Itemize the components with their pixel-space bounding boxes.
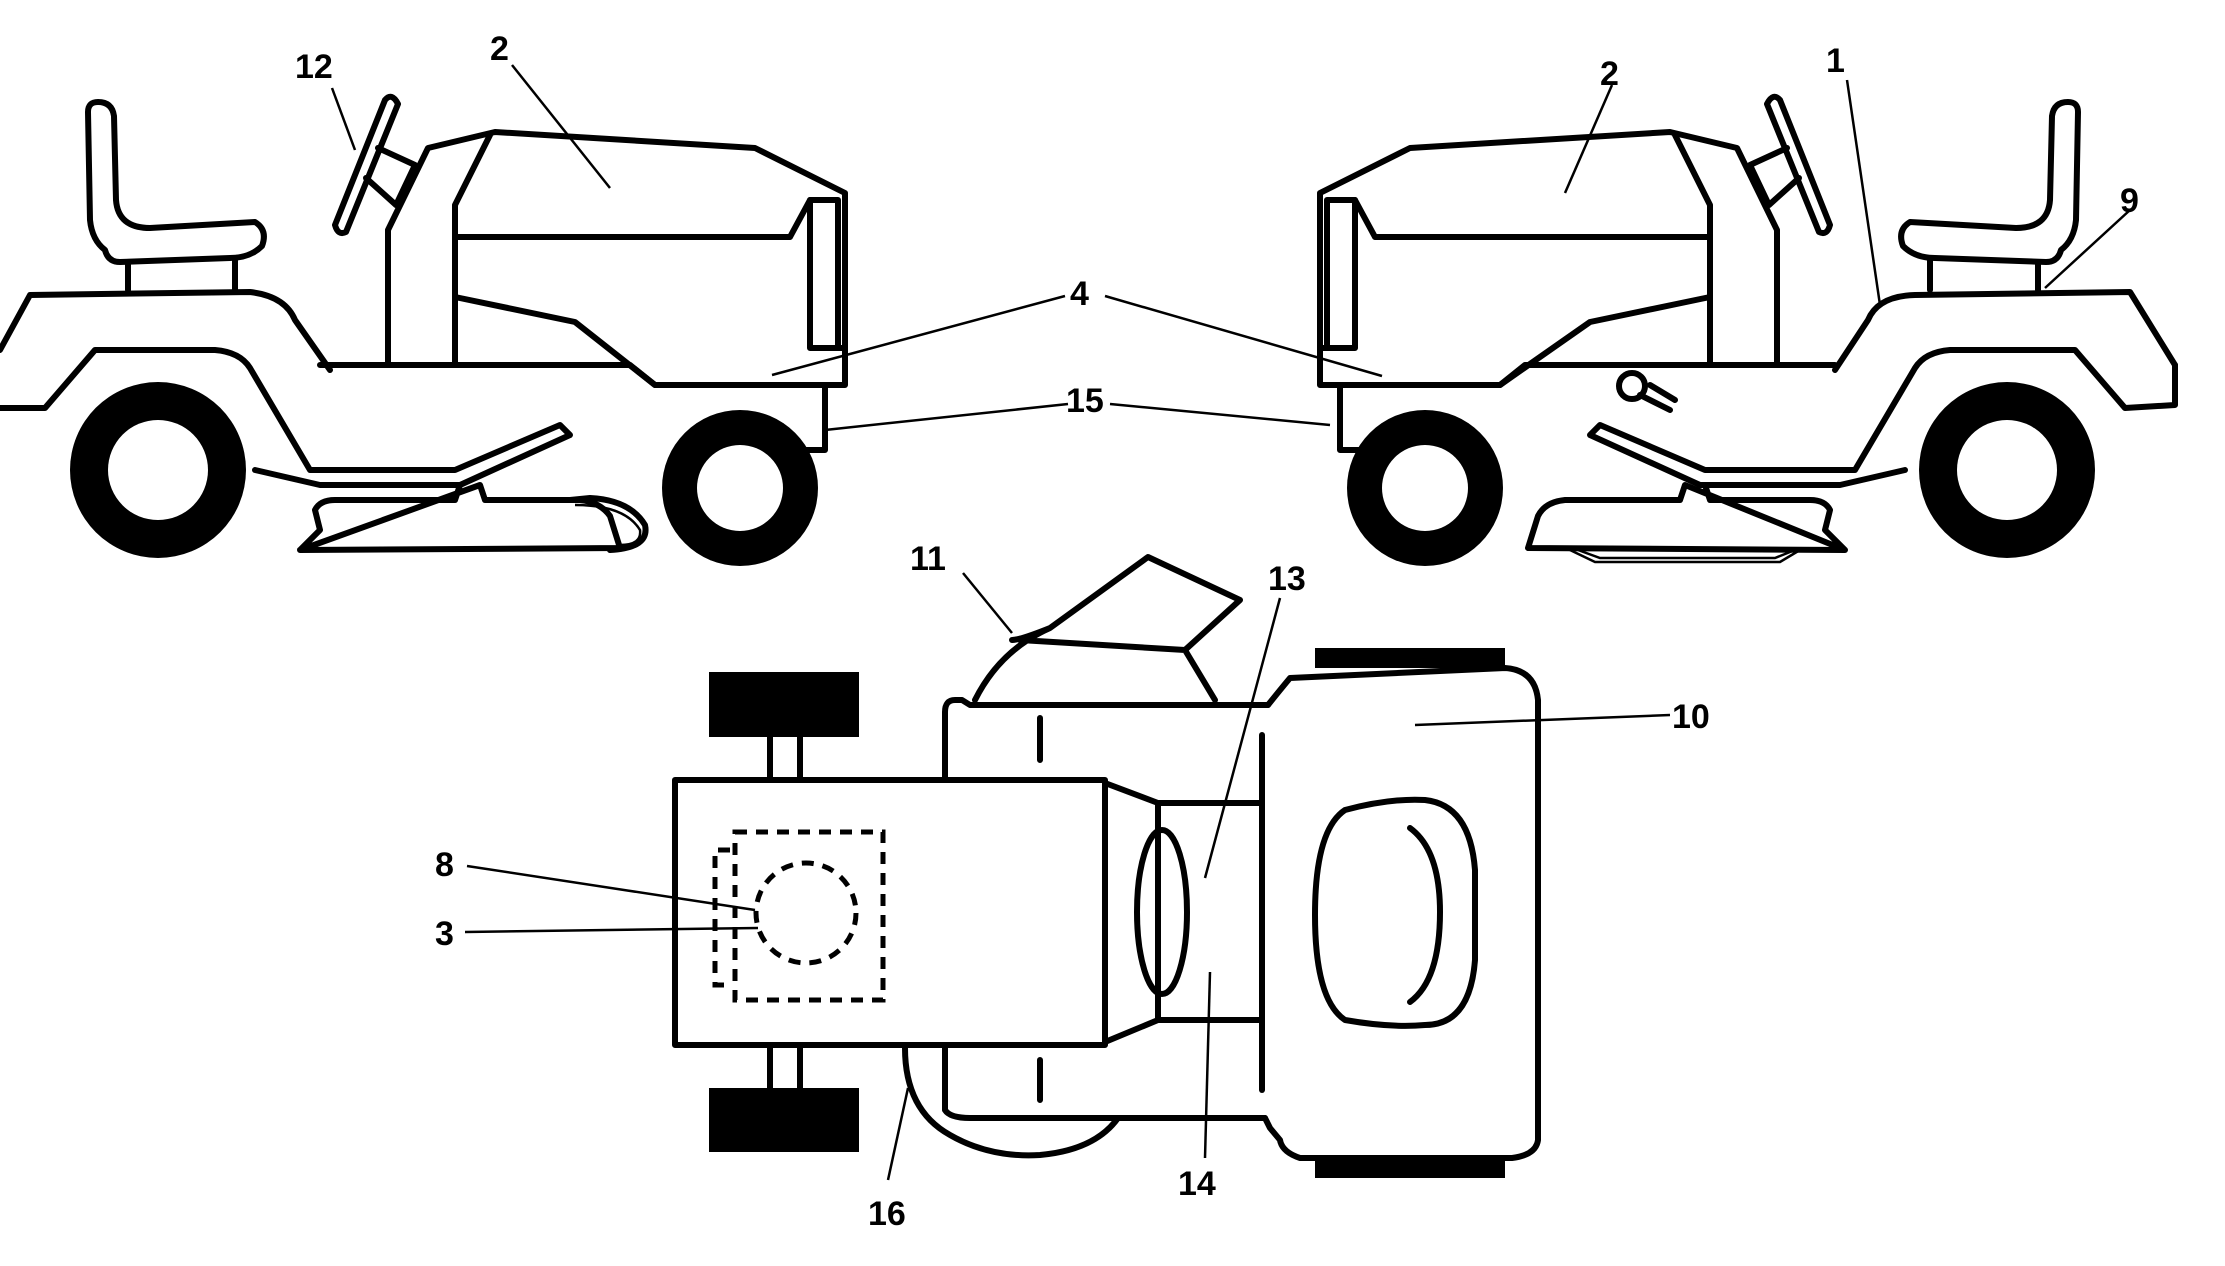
mower-deck-right	[1525, 482, 1848, 553]
leader-lines	[330, 64, 2131, 1181]
leader-10	[1414, 713, 1671, 727]
steering-column-right	[1747, 145, 1802, 208]
mower-deck-left	[297, 482, 623, 553]
front-hub-right	[1382, 445, 1468, 531]
discharge-chute-top	[972, 554, 1243, 703]
left-side-view	[0, 93, 848, 566]
front-hood-top	[1262, 665, 1541, 1161]
leader-13	[1203, 597, 1282, 879]
front-hub-left	[697, 445, 783, 531]
leader-14	[1203, 971, 1212, 1159]
rear-fender-lower-right	[1587, 347, 2178, 488]
leader-16	[886, 1087, 910, 1181]
hood-panel-right	[1317, 132, 1713, 388]
leader-2a	[511, 64, 611, 189]
front-bumper-oval	[1134, 827, 1190, 997]
rear-fender	[0, 289, 333, 373]
leader-4-right	[1104, 294, 1383, 378]
rear-bagger-arc	[902, 1045, 1121, 1159]
front-frame-top	[1102, 780, 1265, 1045]
hood-side-right	[1317, 129, 1780, 388]
leader-4-left	[771, 294, 1066, 377]
callout-16: 16	[868, 1195, 906, 1233]
leader-15-right	[1109, 402, 1331, 427]
rear-tire-top	[709, 672, 859, 737]
right-side-view	[1317, 93, 2178, 566]
seat-base-right	[1927, 255, 2041, 293]
grille	[807, 197, 841, 351]
seat-backrest	[85, 99, 267, 265]
leader-15-left	[824, 402, 1069, 432]
callout-15: 15	[1066, 382, 1104, 420]
hood-window-inner	[1407, 825, 1443, 1005]
lever-knob	[1616, 370, 1648, 402]
seat-backrest-right	[1898, 99, 2081, 265]
rear-hub-right	[1957, 420, 2057, 520]
callout-10: 10	[1672, 698, 1710, 736]
leader-9	[2044, 209, 2131, 289]
front-tire-top	[1315, 648, 1505, 668]
callout-2-left: 2	[490, 30, 509, 68]
rear-body-top	[672, 777, 1108, 1048]
battery-bracket	[712, 847, 730, 988]
leader-12	[330, 87, 357, 151]
rear-axle	[767, 734, 803, 1091]
callout-1: 1	[1826, 42, 1845, 80]
steering-wheel	[332, 93, 401, 237]
top-view	[672, 554, 1541, 1178]
steering-column	[363, 145, 418, 208]
battery-compartment	[732, 829, 886, 1003]
frame-right	[1337, 362, 1838, 453]
rear-fender-right	[1832, 289, 2178, 373]
callout-labels: 12 2 2 1 9 4 15 11 13 10 8 3 14 16	[295, 30, 2139, 1233]
callout-2-right: 2	[1600, 55, 1619, 93]
chute-edge-left	[574, 503, 642, 547]
frame	[317, 362, 828, 453]
steering-wheel-right	[1764, 93, 1833, 237]
hood-panel	[452, 132, 848, 388]
hood-top	[942, 697, 1271, 1121]
hood-window	[1312, 796, 1478, 1029]
callout-11: 11	[910, 540, 946, 578]
callout-13: 13	[1268, 560, 1306, 598]
grille-right	[1324, 197, 1358, 351]
callout-4: 4	[1070, 275, 1089, 313]
front-tire-bottom	[1315, 1158, 1505, 1178]
leader-3	[464, 926, 759, 934]
lever-shaft	[1637, 382, 1678, 413]
discharge-chute-left	[567, 495, 649, 553]
leader-1	[1845, 79, 1882, 306]
callout-14: 14	[1178, 1165, 1216, 1203]
callout-8: 8	[435, 846, 454, 884]
fuel-cap	[753, 860, 859, 966]
seat-base	[125, 255, 238, 293]
callout-12: 12	[295, 48, 333, 86]
rear-fender-lower	[0, 347, 573, 488]
hood-side	[385, 129, 848, 388]
callout-3: 3	[435, 915, 454, 953]
callout-9: 9	[2120, 182, 2139, 220]
leader-2b	[1563, 84, 1614, 194]
leader-8	[466, 864, 756, 912]
leader-11	[962, 572, 1013, 634]
deck-skirt-right	[1569, 548, 1801, 564]
rear-hub-left	[108, 420, 208, 520]
rear-tire-bottom	[709, 1088, 859, 1152]
